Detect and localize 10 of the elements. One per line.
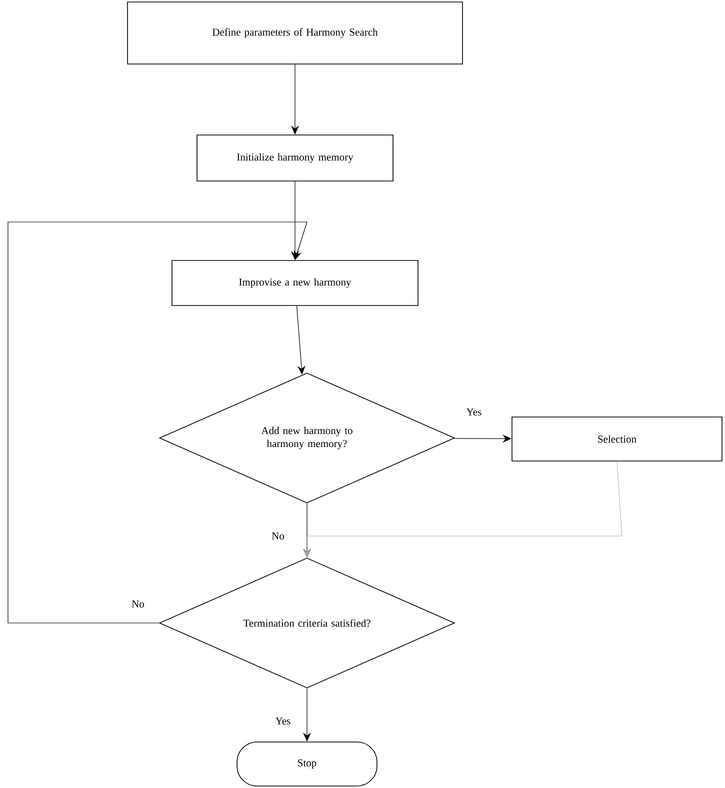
arrow xyxy=(303,461,622,558)
process-box: Improvise a new harmony xyxy=(172,260,418,306)
process-box: Selection xyxy=(512,416,722,462)
edge-label: No xyxy=(270,532,286,540)
process-box: Define parameters of Harmony Search xyxy=(127,2,463,64)
edge-label: No xyxy=(130,600,146,608)
process-box: Initialize harmony memory xyxy=(196,134,394,182)
edge-label: Yes xyxy=(274,716,292,726)
edge-label: Yes xyxy=(465,408,483,416)
arrow xyxy=(8,222,308,624)
